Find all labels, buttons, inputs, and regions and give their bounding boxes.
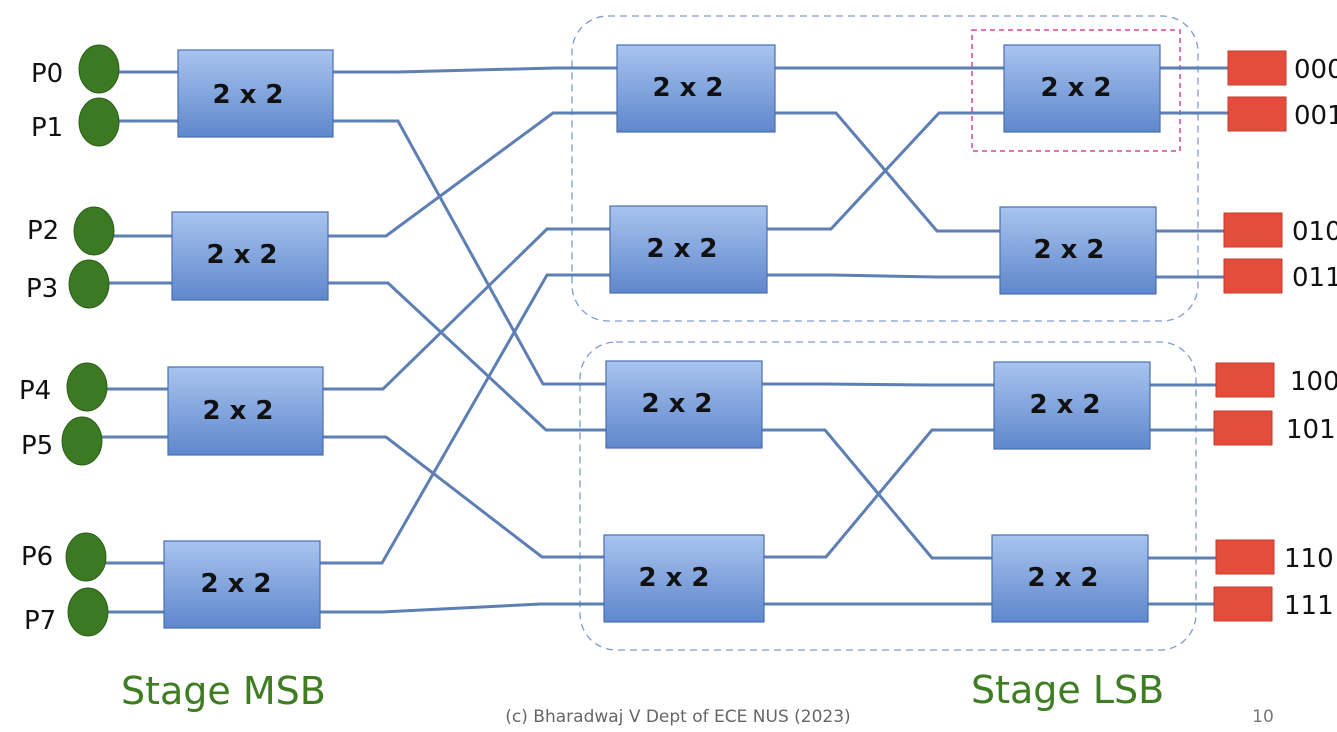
output-node-011 xyxy=(1223,258,1283,294)
input-label-p6: P6 xyxy=(21,542,53,572)
switch-stage3-3: 2 x 2 xyxy=(991,534,1149,623)
stage-msb-label: Stage MSB xyxy=(121,669,326,713)
switch-label: 2 x 2 xyxy=(202,396,273,426)
switch-label: 2 x 2 xyxy=(1040,73,1111,103)
output-label-group: 000 001 010 011 100 101 110 111 xyxy=(1284,55,1337,621)
switch-label: 2 x 2 xyxy=(1033,235,1104,265)
output-label-010: 010 xyxy=(1292,217,1337,247)
wire-s1-4-s2-2 xyxy=(321,227,612,391)
lower-subnetwork-group xyxy=(579,341,1197,651)
switch-stage3-2: 2 x 2 xyxy=(993,361,1151,450)
switch-stage2-0: 2 x 2 xyxy=(616,44,776,133)
output-label-101: 101 xyxy=(1286,415,1336,445)
output-node-101 xyxy=(1213,410,1273,446)
switch-label: 2 x 2 xyxy=(638,563,709,593)
stage-lsb-label: Stage LSB xyxy=(971,668,1164,712)
wire-s2-4-s3-4 xyxy=(760,382,996,387)
switch-label: 2 x 2 xyxy=(212,80,283,110)
wire-s1-5-s2-6 xyxy=(321,435,606,559)
input-node-p2 xyxy=(73,206,115,256)
highlighted-switch-box xyxy=(971,29,1181,152)
wire-s2-6-s3-5 xyxy=(762,428,996,559)
switch-stage1-3: 2 x 2 xyxy=(163,540,321,629)
switch-stage2-3: 2 x 2 xyxy=(603,534,765,623)
switch-label: 2 x 2 xyxy=(200,569,271,599)
input-label-p0: P0 xyxy=(31,59,63,89)
switch-stage3-1: 2 x 2 xyxy=(999,206,1157,295)
switch-stage2-1: 2 x 2 xyxy=(609,205,768,294)
switch-stage1-2: 2 x 2 xyxy=(167,366,324,456)
input-label-p7: P7 xyxy=(24,606,56,636)
switch-label: 2 x 2 xyxy=(652,73,723,103)
wire-s1-3-s2-5 xyxy=(326,281,608,432)
wire-s1-1-s2-4 xyxy=(331,119,608,386)
switch-label: 2 x 2 xyxy=(1029,390,1100,420)
input-node-p5 xyxy=(61,416,103,466)
switch-group: 2 x 2 2 x 2 2 x 2 2 x 2 2 x 2 2 x 2 2 x … xyxy=(163,44,1161,629)
switch-label: 2 x 2 xyxy=(1027,563,1098,593)
output-node-111 xyxy=(1213,586,1273,622)
switch-label: 2 x 2 xyxy=(641,389,712,419)
input-label-p5: P5 xyxy=(21,431,53,461)
output-label-011: 011 xyxy=(1292,263,1337,293)
switch-label: 2 x 2 xyxy=(646,234,717,264)
switch-stage2-2: 2 x 2 xyxy=(605,360,763,449)
output-node-100 xyxy=(1215,362,1275,398)
output-node-000 xyxy=(1227,50,1287,86)
input-label-p1: P1 xyxy=(31,113,63,143)
input-node-p4 xyxy=(66,362,108,412)
page-number: 10 xyxy=(1252,707,1274,727)
wire-s1-7-s2-7 xyxy=(318,602,606,614)
output-label-000: 000 xyxy=(1294,55,1337,85)
footer-credit: (c) Bharadwaj V Dept of ECE NUS (2023) xyxy=(505,707,850,727)
input-node-group xyxy=(61,44,120,637)
upper-subnetwork-group xyxy=(571,15,1199,322)
switch-stage1-0: 2 x 2 xyxy=(177,49,334,138)
output-node-010 xyxy=(1223,212,1283,248)
output-label-110: 110 xyxy=(1284,544,1334,574)
switch-label: 2 x 2 xyxy=(206,240,277,270)
input-node-p3 xyxy=(68,259,110,309)
output-node-group xyxy=(1213,50,1287,622)
output-label-100: 100 xyxy=(1290,367,1337,397)
wire-s2-2-s3-1 xyxy=(765,111,1006,231)
switch-stage1-1: 2 x 2 xyxy=(171,211,329,301)
wire-s1-0-s2-0 xyxy=(331,66,619,74)
input-label-p4: P4 xyxy=(19,376,51,406)
input-label-p3: P3 xyxy=(26,274,58,304)
input-node-p7 xyxy=(67,587,109,637)
input-node-p1 xyxy=(78,97,120,147)
input-label-p2: P2 xyxy=(27,216,59,246)
output-node-001 xyxy=(1227,96,1287,132)
wire-s2-3-s3-3 xyxy=(765,273,1002,279)
input-node-p0 xyxy=(78,44,120,94)
wire-group xyxy=(99,66,1230,614)
wire-s1-6-s2-3 xyxy=(318,273,612,565)
wire-s1-2-s2-1 xyxy=(326,111,619,238)
output-label-001: 001 xyxy=(1294,101,1337,131)
wire-s2-1-s3-2 xyxy=(773,111,1002,233)
input-label-group: P0 P1 P2 P3 P4 P5 P6 P7 xyxy=(19,59,63,636)
output-node-110 xyxy=(1215,539,1275,575)
input-node-p6 xyxy=(65,532,107,582)
output-label-111: 111 xyxy=(1284,591,1334,621)
switch-stage3-0: 2 x 2 xyxy=(1003,44,1161,133)
